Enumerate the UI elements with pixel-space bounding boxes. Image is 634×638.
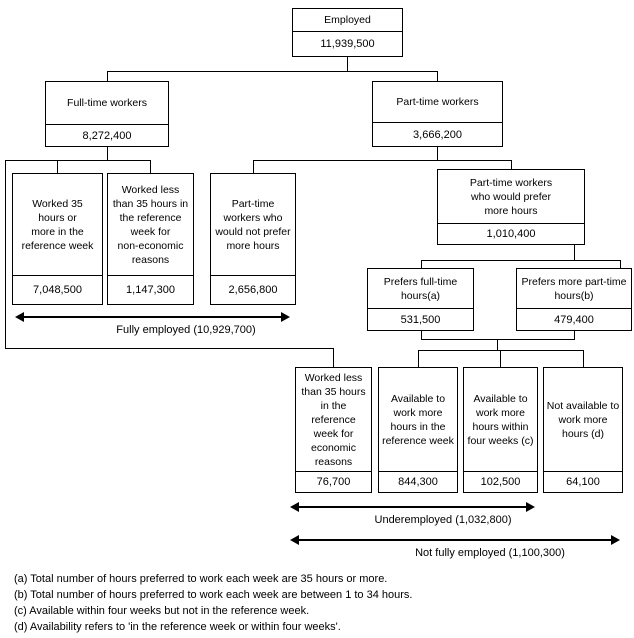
connector [107,71,108,81]
node-value: 8,272,400 [46,124,168,146]
connector [347,57,348,71]
node-label: Part-time workers [396,96,479,108]
node-worked-35-or-more: Worked 35 hours or more in the reference… [12,173,103,305]
node-label: Employed [324,14,371,26]
connector [5,348,334,349]
footnote-c: (c) Available within four weeks but not … [14,605,310,617]
node-value: 11,939,500 [293,31,402,56]
node-not-available: Not available to work more hours (d) 64,… [543,367,623,493]
connector [421,260,422,268]
node-label: Available to work more hours in the refe… [382,392,454,447]
connector [620,260,621,268]
node-pt-would-not-prefer: Part-time workers who would not prefer m… [210,173,296,305]
node-less-35-economic: Worked less than 35 hours in the referen… [295,367,372,493]
fully-employed-label: Fully employed (10,929,700) [116,324,256,336]
connector [574,331,575,339]
node-label: Available to work more hours within four… [467,392,534,447]
connector [437,147,438,160]
node-value: 76,700 [296,471,371,492]
node-available-four-weeks: Available to work more hours within four… [463,367,538,493]
underemployed-arrow [290,502,535,512]
connector [421,339,575,340]
node-prefers-fulltime-hours: Prefers full-time hours(a) 531,500 [367,268,474,331]
connector [421,260,621,261]
node-pt-would-prefer: Part-time workers who would prefer more … [437,169,585,245]
connector [57,160,58,173]
fully-employed-arrow [15,312,290,322]
node-value: 2,656,800 [211,275,295,304]
node-parttime-workers: Part-time workers 3,666,200 [372,81,503,147]
node-label: Full-time workers [67,97,147,109]
connector [500,350,501,367]
connector [418,350,419,367]
connector [497,339,498,350]
connector [5,160,151,161]
connector [253,160,254,173]
connector [253,160,512,161]
node-label: Worked 35 hours or more in the reference… [21,197,94,252]
connector [418,350,584,351]
footnote-a: (a) Total number of hours preferred to w… [14,573,388,585]
not-fully-employed-label: Not fully employed (1,100,300) [415,547,565,559]
node-value: 1,010,400 [438,223,584,244]
node-label: Not available to work more hours (d) [546,399,620,440]
connector [421,331,422,339]
node-label: Worked less than 35 hours in the referen… [301,371,366,468]
connector [574,245,575,260]
node-less-35-non-economic: Worked less than 35 hours in the referen… [107,173,194,305]
node-label: Prefers more part-time hours(b) [521,275,627,302]
node-value: 844,300 [379,471,457,492]
node-label: Worked less than 35 hours in the referen… [112,183,189,266]
node-prefers-more-parttime-hours: Prefers more part-time hours(b) 479,400 [516,268,632,331]
underemployed-label: Underemployed (1,032,800) [374,514,512,526]
footnote-d: (d) Availability refers to 'in the refer… [14,621,341,633]
connector [437,71,438,81]
node-value: 3,666,200 [373,122,502,146]
node-label: Part-time workers who would prefer more … [469,176,553,217]
connector [511,160,512,169]
connector [5,160,6,348]
not-fully-employed-arrow [290,535,620,545]
connector [107,147,108,160]
node-fulltime-workers: Full-time workers 8,272,400 [45,81,169,147]
connector [107,71,438,72]
connector [333,348,334,367]
connector [150,160,151,173]
node-value: 7,048,500 [13,275,102,304]
footnote-b: (b) Total number of hours preferred to w… [14,589,413,601]
node-value: 64,100 [544,471,622,492]
connector [583,350,584,367]
node-available-reference-week: Available to work more hours in the refe… [378,367,458,493]
node-label: Part-time workers who would not prefer m… [215,197,291,252]
node-employed: Employed 11,939,500 [292,8,403,57]
node-value: 531,500 [368,308,473,330]
node-value: 102,500 [464,471,537,492]
node-value: 479,400 [517,308,631,330]
node-value: 1,147,300 [108,275,193,304]
node-label: Prefers full-time hours(a) [383,275,458,302]
